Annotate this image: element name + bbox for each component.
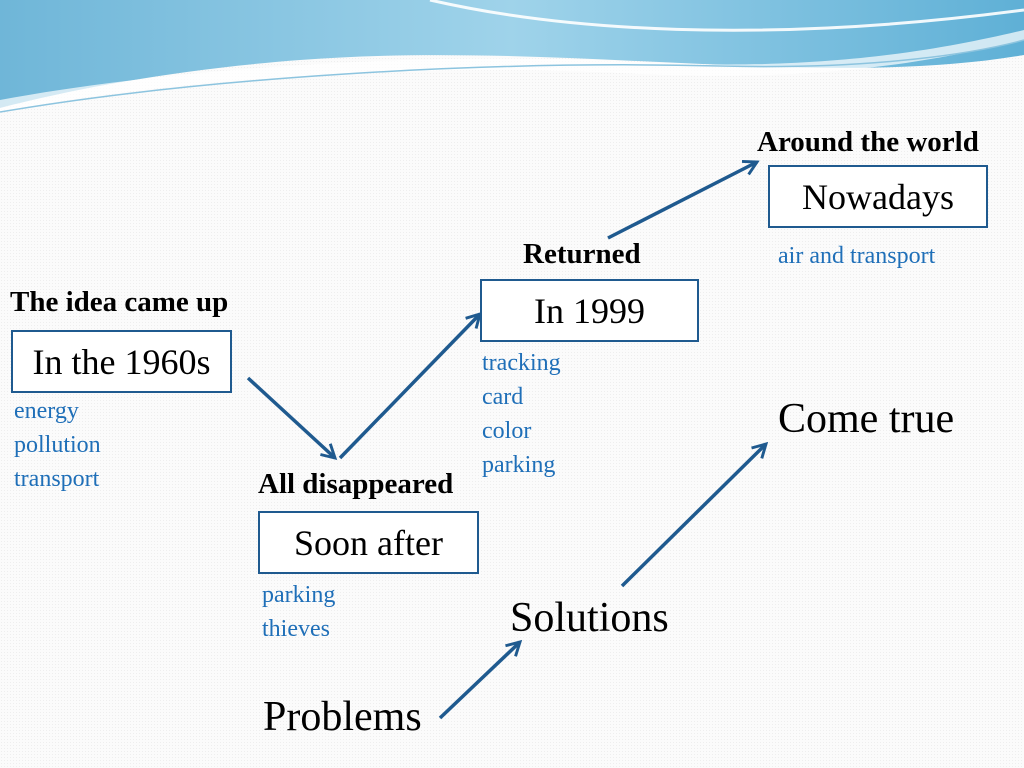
stage-world-heading: Around the world — [757, 126, 979, 158]
progression-come-true: Come true — [778, 396, 955, 442]
stage-returned-heading: Returned — [523, 238, 641, 270]
stage-disappeared-notes: parking thieves — [262, 578, 335, 646]
header-wave-decoration — [0, 0, 1024, 113]
stage-disappeared-box: Soon after — [258, 511, 479, 574]
stage-idea-box-label: In the 1960s — [32, 341, 211, 382]
stage-returned-box: In 1999 — [480, 279, 699, 342]
note-item: color — [482, 418, 532, 444]
stage-disappeared-box-label: Soon after — [294, 522, 443, 563]
stage-world-box: Nowadays — [768, 165, 988, 228]
note-item: parking — [262, 582, 336, 608]
note-item: energy — [14, 398, 79, 424]
stage-idea-notes: energy pollution transport — [14, 394, 101, 496]
note-item: card — [482, 384, 524, 410]
note-item: transport — [14, 466, 100, 492]
arrow-idea-to-disappeared — [246, 376, 335, 458]
note-item: tracking — [482, 350, 561, 376]
stage-world-notes: air and transport — [778, 239, 935, 273]
arrow-problems-to-solutions — [438, 642, 520, 720]
stage-idea-heading: The idea came up — [10, 286, 229, 318]
stage-returned-notes: tracking card color parking — [482, 346, 561, 482]
progression-problems: Problems — [263, 694, 422, 740]
stage-idea-box: In the 1960s — [11, 330, 232, 393]
note-item: parking — [482, 452, 556, 478]
arrow-solutions-to-come-true — [620, 444, 766, 588]
note-item: air and transport — [778, 243, 936, 269]
progression-solutions: Solutions — [510, 595, 669, 641]
arrow-returned-to-world — [607, 162, 757, 240]
stage-world-box-label: Nowadays — [802, 176, 954, 217]
note-item: thieves — [262, 616, 330, 642]
stage-returned-box-label: In 1999 — [534, 290, 645, 331]
arrow-disappeared-to-returned — [338, 314, 480, 460]
stage-disappeared-heading: All disappeared — [258, 468, 454, 500]
note-item: pollution — [14, 432, 101, 458]
